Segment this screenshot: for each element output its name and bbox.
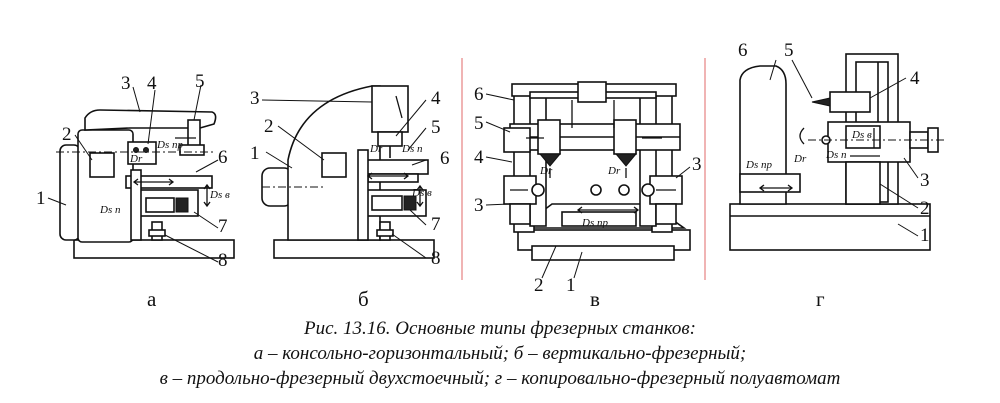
label-v-4: 4 [474,147,484,168]
sublabel-v: в [590,287,600,311]
sublabel-g: г [816,287,825,311]
label-a-4: 4 [147,73,157,94]
motion-v-dr-right: Dr [607,165,621,177]
label-g-6: 6 [738,40,748,61]
label-a-5: 5 [195,71,205,92]
label-b-8: 8 [431,248,441,269]
label-b-5: 5 [431,117,441,138]
motion-b-dr: Dr [369,143,383,155]
label-v-1: 1 [566,275,576,296]
label-v-3-right: 3 [692,154,702,175]
panel-a-horizontal-milling-machine: 1 2 3 4 5 6 7 8 Dr Ds пр Ds п Ds в а [36,71,235,311]
motion-a-ds-v: Ds в [209,189,230,201]
label-g-1: 1 [920,225,930,246]
motion-a-ds-p: Ds п [99,204,121,216]
motion-g-ds-pr: Ds пр [745,159,772,171]
motion-v-dr-left: Dr [539,165,553,177]
sublabel-b: б [358,287,369,311]
label-a-8: 8 [218,250,228,271]
label-a-3: 3 [121,73,131,94]
label-v-3: 3 [474,195,484,216]
label-b-4: 4 [431,88,441,109]
label-a-7: 7 [218,216,228,237]
motion-b-ds-p: Ds п [401,143,423,155]
motion-g-ds-v: Ds в [851,129,872,141]
label-a-1: 1 [36,188,46,209]
motion-g-ds-p: Ds п [825,149,847,161]
figure-caption-title: Рис. 13.16. Основные типы фрезерных стан… [304,318,696,339]
label-g-5: 5 [784,40,794,61]
label-v-5: 5 [474,113,484,134]
label-b-1: 1 [250,143,260,164]
motion-g-dr: Dr [793,153,807,165]
label-b-6: 6 [440,148,450,169]
label-b-2: 2 [264,116,274,137]
motion-a-ds-pr: Ds пр [156,139,183,151]
figure-caption-line-2: а – консольно-горизонтальный; б – вертик… [253,343,747,364]
label-a-2: 2 [62,124,72,145]
sublabel-a: а [147,287,157,311]
label-v-2: 2 [534,275,544,296]
label-b-7: 7 [431,214,441,235]
panel-b-vertical-milling-machine: 1 2 3 4 5 6 7 8 Dr Ds п Ds в б [250,85,450,311]
label-g-4: 4 [910,68,920,89]
label-a-6: 6 [218,147,228,168]
motion-a-dr: Dr [129,153,143,165]
panel-v-double-column-milling-machine: 6 5 4 3 3 2 1 Dr Dr Ds пр в [474,81,702,311]
figure-caption-line-3: в – продольно-фрезерный двухстоечный; г … [159,368,841,389]
label-g-2: 2 [920,198,930,219]
label-v-6: 6 [474,84,484,105]
panel-g-copy-milling-machine: 6 5 4 3 2 1 Ds пр Dr Ds п Ds в г [729,40,946,311]
motion-b-ds-v: Ds в [411,187,432,199]
motion-v-ds-pr: Ds пр [581,217,608,229]
label-b-3: 3 [250,88,260,109]
label-g-3: 3 [920,170,930,191]
